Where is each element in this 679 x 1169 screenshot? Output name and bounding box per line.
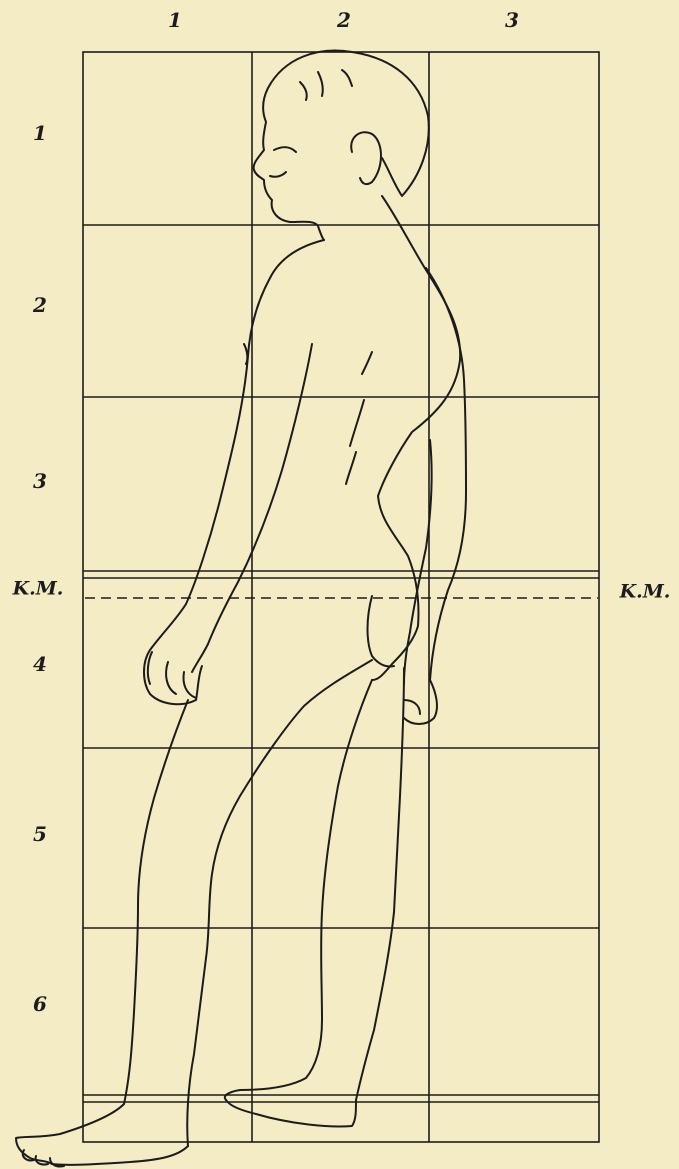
arm-back-inner bbox=[404, 440, 432, 714]
row-label-2: 2 bbox=[33, 295, 47, 315]
grid bbox=[83, 52, 599, 1142]
row-label-6: 6 bbox=[33, 994, 47, 1014]
row-label-5: 5 bbox=[33, 824, 47, 844]
grid-frame bbox=[83, 52, 599, 1142]
head-outline bbox=[254, 51, 429, 241]
column-label-3: 3 bbox=[505, 10, 519, 30]
arm-back-outline bbox=[404, 268, 466, 724]
km-label-right: K.M. bbox=[620, 583, 671, 602]
back-outline bbox=[372, 196, 460, 680]
front-leg-inner-outline bbox=[225, 680, 372, 1100]
column-label-1: 1 bbox=[168, 10, 182, 30]
ear bbox=[351, 132, 381, 184]
hand-front bbox=[148, 652, 196, 698]
back-leg-outline bbox=[187, 660, 372, 1146]
buttock-outline bbox=[368, 596, 395, 667]
column-label-2: 2 bbox=[337, 10, 351, 30]
row-label-1: 1 bbox=[33, 123, 47, 143]
front-torso-outline bbox=[144, 240, 324, 704]
row-label-3: 3 bbox=[33, 471, 47, 491]
face-details bbox=[270, 70, 352, 177]
row-label-4: 4 bbox=[33, 654, 47, 674]
km-label-left: K.M. bbox=[13, 580, 64, 599]
